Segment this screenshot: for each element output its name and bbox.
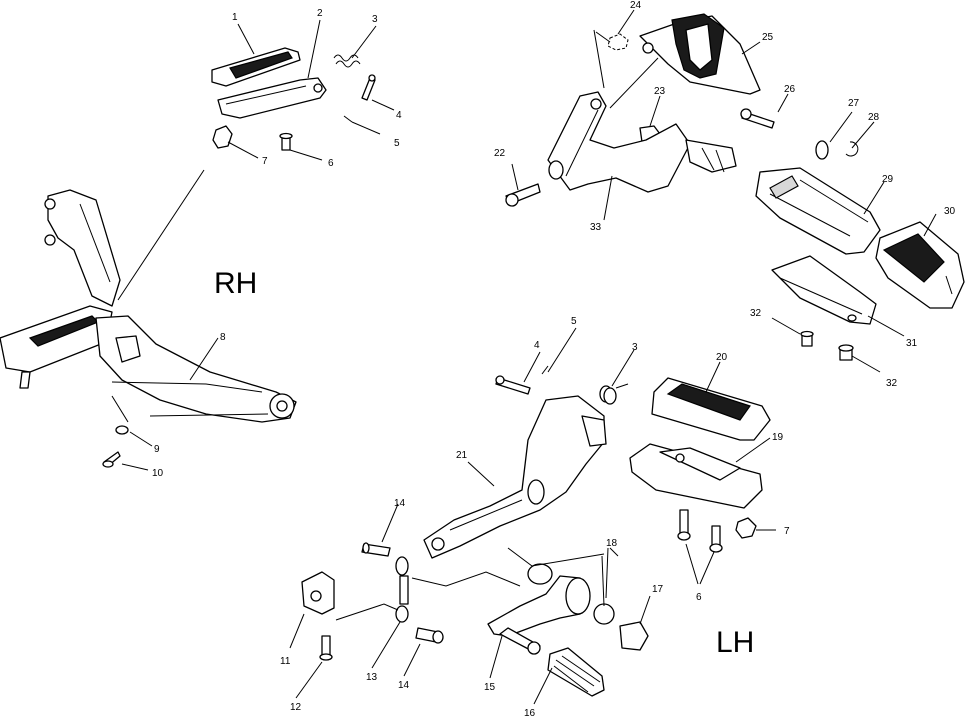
bracket-11 (301, 571, 335, 615)
callout-32b: 32 (886, 378, 898, 389)
callout-3: 3 (372, 14, 378, 25)
top-right-subassembly (505, 13, 965, 361)
callout-lh-19: 19 (772, 432, 784, 443)
cotter-pin-5 (343, 115, 353, 123)
callout-lh-5: 5 (571, 316, 577, 327)
spring-3-lh (599, 383, 629, 405)
rh-main-assembly (0, 189, 297, 423)
pin-4-lh (495, 375, 531, 395)
o-ring-18a (527, 563, 553, 585)
callout-6: 6 (328, 158, 334, 169)
nut-7-lh (735, 517, 757, 539)
callout-lh-6: 6 (696, 592, 702, 603)
callout-lh-16: 16 (524, 708, 536, 716)
callout-24: 24 (630, 0, 642, 11)
callout-lh-7: 7 (784, 526, 790, 537)
callout-lh-3: 3 (632, 342, 638, 353)
leader-lines-rh-main (111, 337, 219, 471)
bolt-14-lh-bottom (415, 627, 444, 644)
callout-lh-18: 18 (606, 538, 618, 549)
callout-30: 30 (944, 206, 956, 217)
nut-7 (212, 125, 233, 149)
bolt-22 (505, 183, 541, 207)
bolt-12 (319, 635, 333, 661)
nut-24 (607, 33, 629, 51)
bolt-6-lh-b (709, 525, 723, 553)
footrest-bracket-19 (629, 443, 763, 509)
callout-lh-17: 17 (652, 584, 664, 595)
footrest-pad-1 (211, 47, 301, 87)
shift-rod-13 (395, 556, 409, 623)
leader-lines-top-right (511, 9, 937, 373)
shift-arm-15 (487, 575, 591, 655)
callout-22: 22 (494, 148, 506, 159)
cover-31 (771, 255, 877, 325)
callout-lh-4: 4 (534, 340, 540, 351)
lh-assembly (301, 365, 771, 697)
callout-23: 23 (654, 86, 666, 97)
footrest-pad-20 (651, 377, 771, 441)
bracket-33 (547, 91, 737, 193)
callout-lh-13: 13 (366, 672, 378, 683)
callout-lh-14a: 14 (394, 498, 406, 509)
washer-27 (815, 140, 829, 160)
footrest-bracket-2 (217, 77, 327, 119)
callout-26: 26 (784, 84, 796, 95)
heel-guard-25 (639, 13, 761, 95)
callout-lh-15: 15 (484, 682, 496, 693)
callout-9: 9 (154, 444, 160, 455)
bolt-6 (279, 132, 293, 151)
callout-32a: 32 (750, 308, 762, 319)
callout-33: 33 (590, 222, 602, 233)
callout-numbers: 1 2 3 4 5 6 7 8 9 10 24 25 23 26 27 28 2… (152, 0, 956, 716)
callout-5: 5 (394, 138, 400, 149)
callout-27: 27 (848, 98, 860, 109)
side-label-rh: RH (214, 267, 257, 300)
rh-footrest-subassembly (211, 47, 376, 151)
callout-lh-12: 12 (290, 702, 302, 713)
bolt-10 (102, 451, 121, 468)
callout-8: 8 (220, 332, 226, 343)
callout-28: 28 (868, 112, 880, 123)
callout-1: 1 (232, 12, 238, 23)
callout-7: 7 (262, 156, 268, 167)
bolt-17 (619, 621, 649, 651)
callout-lh-14b: 14 (398, 680, 410, 691)
pin-4 (361, 74, 376, 101)
leader-lines-lh (289, 327, 776, 705)
bolt-6-lh-a (677, 509, 691, 541)
callout-10: 10 (152, 468, 164, 479)
footrest-29 (755, 167, 881, 255)
o-ring-18b (593, 603, 615, 625)
bolt-14-lh-top (361, 542, 391, 557)
screw-32b (838, 344, 854, 361)
shift-peg-16 (547, 647, 605, 697)
screw-32a (800, 330, 814, 347)
side-label-lh: LH (716, 626, 754, 659)
footrest-pad-30 (875, 221, 965, 309)
callout-lh-20: 20 (716, 352, 728, 363)
callout-4: 4 (396, 110, 402, 121)
clip-28 (845, 141, 859, 157)
pin-26 (740, 108, 775, 129)
callout-25: 25 (762, 32, 774, 43)
callout-31: 31 (906, 338, 918, 349)
leader-lines-rh-top (117, 19, 395, 301)
callout-29: 29 (882, 174, 894, 185)
cotter-pin-5-lh (541, 365, 549, 375)
callout-lh-21: 21 (456, 450, 468, 461)
callout-lh-11: 11 (280, 656, 291, 667)
spring-3 (333, 54, 361, 68)
shift-lever-21 (423, 395, 607, 559)
washer-9 (115, 425, 129, 435)
callout-2: 2 (317, 8, 323, 19)
